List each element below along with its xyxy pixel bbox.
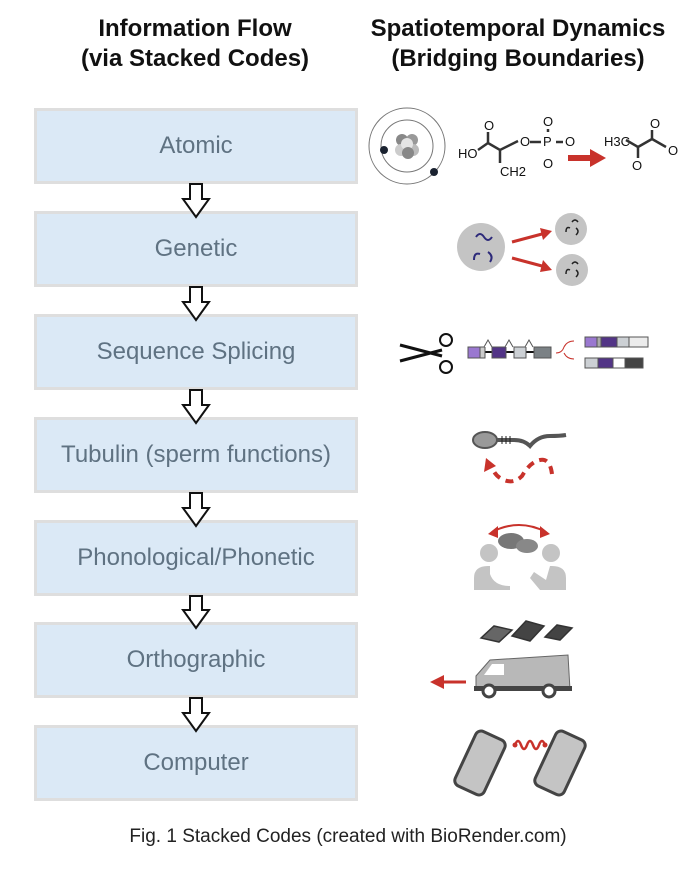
svg-text:O: O [543, 114, 553, 129]
phosphoenolpyruvate-molecule-icon: HO O O P O O O CH2 [458, 114, 575, 179]
svg-text:O: O [565, 134, 575, 149]
svg-text:O: O [484, 118, 494, 133]
left-header-line2: (via Stacked Codes) [80, 45, 310, 72]
flow-arrow-down [181, 183, 211, 219]
svg-text:O: O [650, 116, 660, 131]
right-column-header: Spatiotemporal Dynamics (Bridging Bounda… [350, 14, 686, 74]
flow-arrow-down [181, 389, 211, 425]
spliced-mrna-variants-icon [584, 336, 649, 369]
cell-division-icon [457, 213, 588, 286]
svg-text:O: O [543, 156, 553, 171]
left-column-header: Information Flow (via Stacked Codes) [40, 14, 350, 74]
svg-text:HO: HO [458, 146, 478, 161]
delivery-van-icon [474, 654, 572, 699]
right-header-line1: Spatiotemporal Dynamics [370, 15, 666, 42]
people-conversation-icon [474, 524, 566, 590]
reaction-arrow [568, 149, 606, 167]
flow-arrow-down [181, 697, 211, 733]
left-header-line1: Information Flow [98, 15, 292, 42]
flow-arrow-down [181, 595, 211, 630]
svg-text:CH2: CH2 [500, 164, 526, 179]
level-box-computer: Computer [34, 725, 358, 801]
right-header-line2: (Bridging Boundaries) [391, 45, 645, 72]
atom-icon [368, 107, 446, 185]
figure-caption: Fig. 1 Stacked Codes (created with BioRe… [129, 826, 567, 847]
phones-connected-icon [453, 729, 587, 797]
svg-text:P: P [543, 134, 552, 149]
level-box-atomic: Atomic [34, 108, 358, 184]
svg-text:O: O [632, 158, 642, 173]
level-box-sequence-splicing: Sequence Splicing [34, 314, 358, 390]
level-box-genetic: Genetic [34, 211, 358, 287]
pre-mrna-exons-icon [467, 338, 575, 360]
level-box-tubulin: Tubulin (sperm functions) [34, 417, 358, 493]
books-icon [479, 620, 574, 643]
sperm-icon [472, 431, 567, 484]
svg-text:O: O [520, 134, 530, 149]
flow-arrow-down [181, 492, 211, 528]
level-box-phonological: Phonological/Phonetic [34, 520, 358, 596]
left-arrow-icon [430, 675, 466, 689]
pyruvate-molecule-icon: H3C O O O [604, 116, 678, 173]
svg-text:H3C: H3C [604, 134, 630, 149]
scissors-icon [399, 333, 453, 374]
svg-text:O: O [668, 143, 678, 158]
flow-arrow-down [181, 286, 211, 322]
